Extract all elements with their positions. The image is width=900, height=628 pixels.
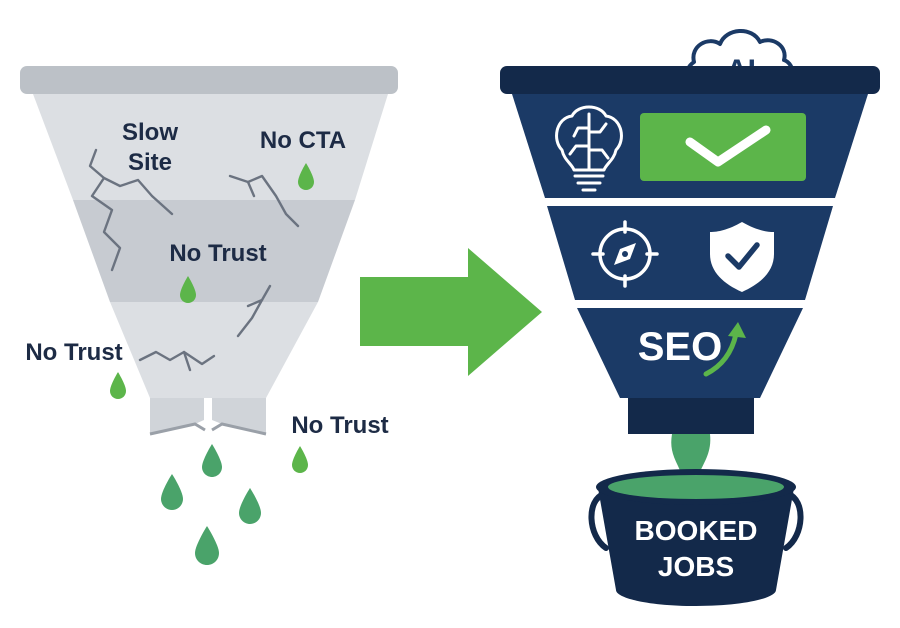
drop-icon bbox=[180, 276, 196, 303]
checkmark-icon bbox=[685, 125, 771, 167]
optimized-funnel-rim bbox=[500, 66, 880, 94]
leaky-funnel: Slow Site No CTA No Trust No Trust No Tr… bbox=[20, 66, 398, 565]
drop-icon bbox=[298, 163, 314, 190]
optimized-funnel-band-middle bbox=[547, 206, 833, 300]
label-slow-site-line2: Site bbox=[128, 149, 172, 176]
drop-icon bbox=[195, 526, 219, 565]
arrow-right-icon bbox=[360, 248, 542, 376]
bucket-label-line1: BOOKED bbox=[635, 515, 758, 546]
booked-jobs-bucket: BOOKED JOBS bbox=[588, 469, 804, 606]
seo-label: SEO bbox=[638, 325, 722, 369]
label-no-trust-left: No Trust bbox=[25, 339, 122, 366]
drop-icon bbox=[239, 488, 261, 524]
shield-check-icon bbox=[710, 222, 774, 292]
drop-icon bbox=[110, 372, 126, 399]
bucket-liquid bbox=[608, 475, 784, 499]
drop-icon bbox=[161, 474, 183, 510]
up-arrow-icon bbox=[703, 322, 746, 377]
leaky-funnel-spout-right bbox=[212, 398, 266, 434]
leaky-funnel-band-top bbox=[33, 94, 388, 200]
label-slow-site-line1: Slow bbox=[122, 119, 178, 146]
drop-icon bbox=[292, 446, 308, 473]
label-no-trust-center: No Trust bbox=[169, 240, 266, 267]
compass-icon bbox=[591, 220, 659, 288]
bucket-label-line2: JOBS bbox=[658, 551, 734, 582]
check-panel bbox=[640, 113, 806, 181]
leak-drops bbox=[110, 163, 314, 565]
optimized-funnel-band-bottom bbox=[577, 308, 803, 398]
leaky-funnel-rim bbox=[20, 66, 398, 94]
bucket-body bbox=[598, 488, 794, 606]
drop-icon bbox=[202, 444, 222, 477]
optimized-funnel: AI bbox=[500, 29, 880, 606]
liquid-stream bbox=[671, 434, 711, 492]
leaky-funnel-band-middle bbox=[73, 200, 355, 302]
optimized-funnel-spout bbox=[628, 398, 754, 434]
funnel-cracks bbox=[88, 148, 300, 372]
label-no-trust-right: No Trust bbox=[291, 412, 388, 439]
brain-bulb-icon bbox=[555, 105, 623, 192]
leaky-funnel-band-bottom bbox=[110, 302, 318, 398]
label-no-cta: No CTA bbox=[260, 127, 346, 154]
